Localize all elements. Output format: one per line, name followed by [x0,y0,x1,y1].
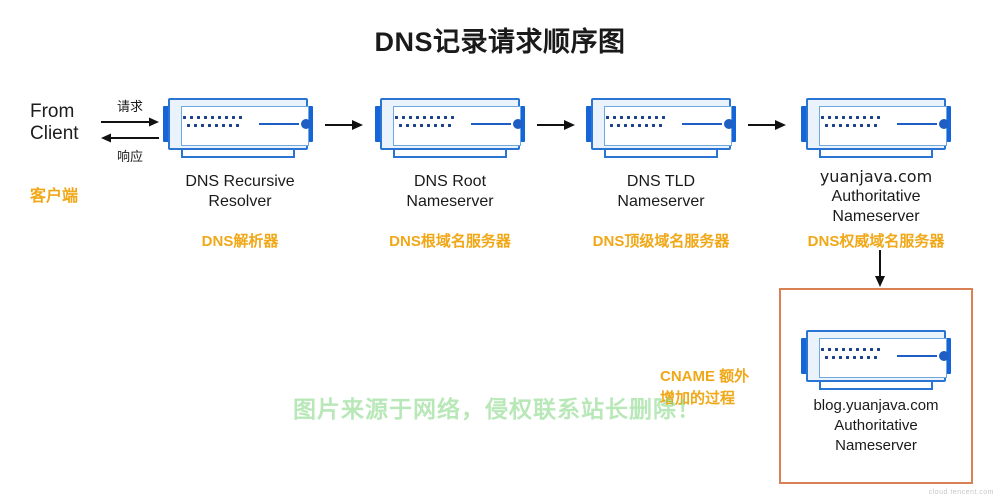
node-label-line1: DNS Recursive [185,173,295,190]
node-label-line1: DNS Root [413,173,487,190]
request-response-arrow-icon [101,117,159,143]
server-led-icon [939,119,949,129]
node-label-line1: yuanjava.com [819,167,933,186]
server-icon-authoritative-nameserver [801,98,951,160]
watermark-main: 图片来源于网络，侵权联系站长删除！ [293,396,701,422]
server-wire-icon [471,123,511,125]
server-led-icon [939,351,949,361]
cname-highlight-box [779,288,973,484]
highlight-box-line3: Nameserver [835,437,917,454]
node-label-root-nameserver: DNS Root Nameserver [340,172,560,212]
node-label-authoritative-nameserver: yuanjava.com Authoritative Nameserver [766,167,986,227]
server-base [819,150,933,158]
arrow-right-icon-3 [748,120,786,130]
watermark-corner: cloud.tencent.com [928,489,994,496]
node-label-cn-tld-nameserver: DNS顶级域名服务器 [592,233,730,250]
server-dot-grid-icon [821,116,883,132]
node-label-line1: DNS TLD [626,173,696,190]
server-wire-icon [259,123,299,125]
server-tab-left [586,106,595,142]
arrow-down-icon [875,250,885,287]
node-label-cn-root-nameserver: DNS根域名服务器 [389,233,511,250]
server-wire-icon [897,355,937,357]
page-title: DNS记录请求顺序图 [374,27,626,57]
cname-annotation-line1: CNAME 额外 [660,368,750,385]
server-icon-root-nameserver [375,98,525,160]
node-label-line2: Authoritative [831,188,921,205]
highlight-box-line1: blog.yuanjava.com [813,397,939,414]
server-dot-grid-icon [606,116,668,132]
client-label-cn: 客户端 [30,188,79,205]
node-label-line3: Nameserver [832,208,920,225]
node-label-line2: Nameserver [617,193,705,210]
server-led-icon [513,119,523,129]
server-tab-left [163,106,172,142]
server-frame [380,98,521,150]
highlight-box-label: blog.yuanjava.com Authoritative Nameserv… [779,396,973,456]
server-wire-icon [682,123,722,125]
arrow-right-icon-1 [325,120,363,130]
server-icon-blog-authoritative-nameserver [801,330,951,392]
server-tab-left [801,338,810,374]
client-label-line2: Client [30,123,79,144]
node-label-tld-nameserver: DNS TLD Nameserver [551,172,771,212]
client-label: From Client [30,101,110,145]
server-led-icon [724,119,734,129]
server-wire-icon [897,123,937,125]
server-base [393,150,507,158]
server-frame [591,98,732,150]
request-label: 请求 [116,99,143,114]
server-icon-recursive-resolver [163,98,313,160]
node-label-cn-authoritative-nameserver: DNS权威域名服务器 [807,233,945,250]
server-dot-grid-icon [821,348,883,364]
client-label-line1: From [30,101,75,122]
node-label-recursive-resolver: DNS Recursive Resolver [130,172,350,212]
server-tab-left [375,106,384,142]
client-exchange-arrows: 请求 响应 [99,96,161,164]
server-led-icon [301,119,311,129]
server-tab-left [801,106,810,142]
server-base [819,382,933,390]
server-base [181,150,295,158]
arrow-right-icon-2 [537,120,575,130]
node-label-line2: Resolver [208,193,272,210]
node-label-cn-recursive-resolver: DNS解析器 [201,233,279,250]
cname-annotation-line2: 增加的过程 [660,390,736,407]
server-icon-tld-nameserver [586,98,736,160]
server-dot-grid-icon [183,116,245,132]
server-dot-grid-icon [395,116,457,132]
highlight-box-line2: Authoritative [834,417,918,434]
response-label: 响应 [116,149,143,164]
server-base [604,150,718,158]
node-label-line2: Nameserver [406,193,494,210]
cname-annotation: CNAME 额外 增加的过程 [660,366,770,410]
